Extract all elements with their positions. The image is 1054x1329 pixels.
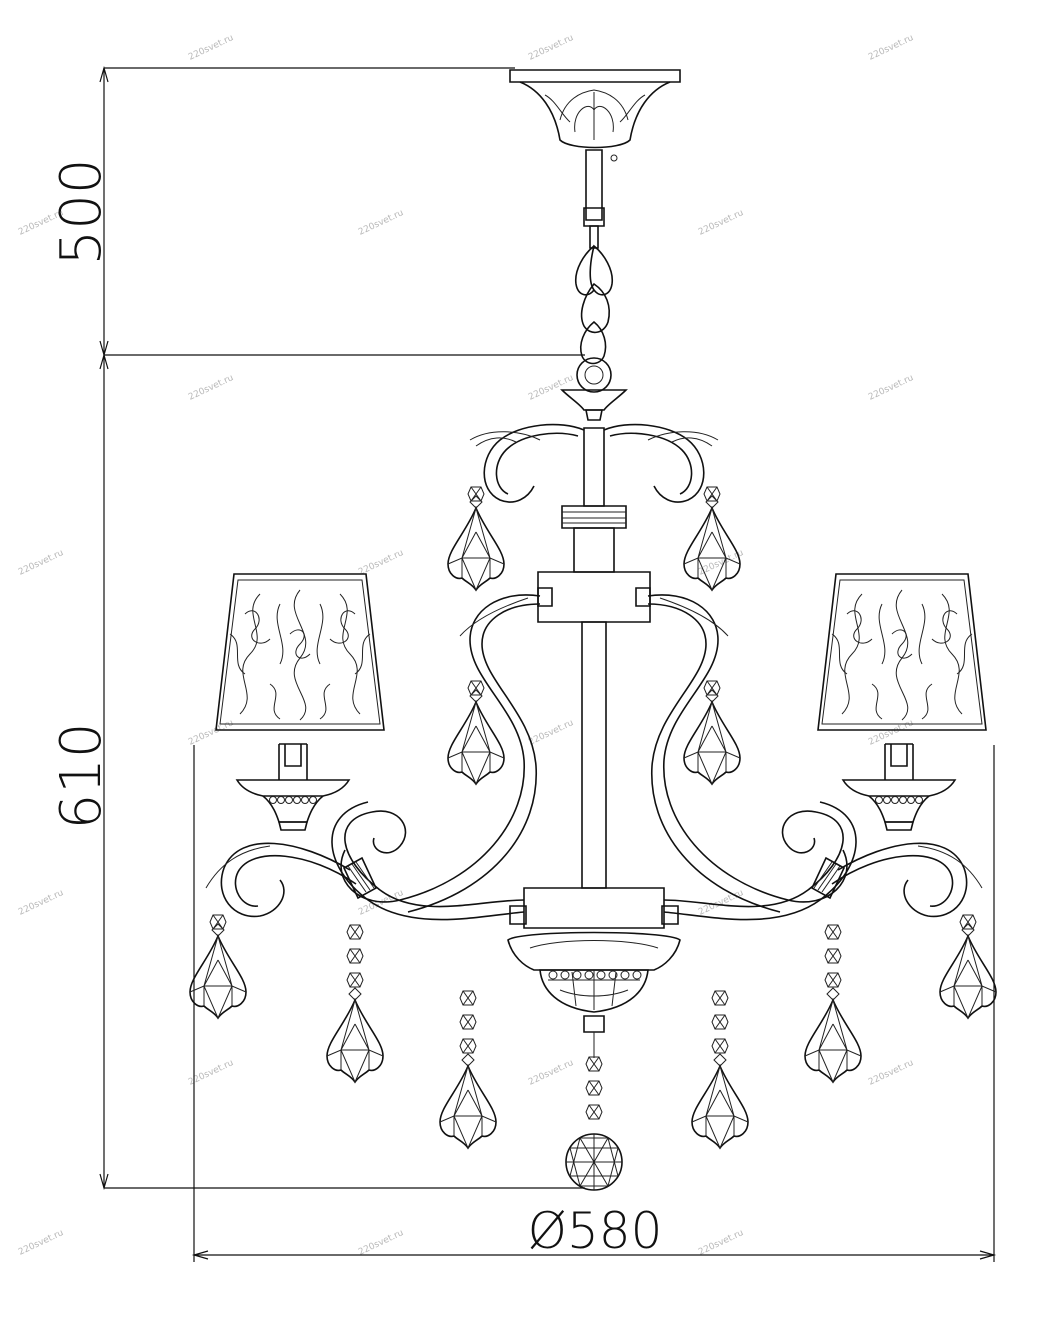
suspension-chain (574, 244, 614, 393)
watermark: 220svet.ru (187, 373, 235, 403)
watermark: 220svet.ru (527, 718, 575, 748)
lamp-shade-left (215, 573, 385, 831)
watermark: 220svet.ru (187, 33, 235, 63)
watermark: 220svet.ru (697, 1228, 745, 1258)
ceiling-canopy (509, 69, 681, 249)
upper-arms (469, 423, 719, 503)
watermark: 220svet.ru (17, 1228, 65, 1258)
watermark: 220svet.ru (357, 208, 405, 238)
watermark: 220svet.ru (527, 1058, 575, 1088)
middle-s-arms (340, 587, 848, 913)
watermark: 220svet.ru (357, 1228, 405, 1258)
watermark: 220svet.ru (527, 33, 575, 63)
central-bowl (507, 931, 681, 1033)
watermark: 220svet.ru (357, 888, 405, 918)
body-height-label: 610 (49, 723, 114, 830)
dimension-lines (99, 65, 997, 1262)
lamp-shade-right (817, 573, 987, 831)
watermark: 220svet.ru (17, 888, 65, 918)
suspension-height-label: 500 (49, 159, 114, 266)
chandelier-top-crown (523, 389, 665, 929)
watermark: 220svet.ru (867, 373, 915, 403)
watermark: 220svet.ru (697, 208, 745, 238)
crystal-pendants (189, 486, 997, 1149)
lower-arms (205, 801, 983, 925)
crystal-ball (565, 1133, 623, 1191)
diameter-label: Ø580 (528, 1202, 663, 1260)
watermark: 220svet.ru (17, 548, 65, 578)
watermark: 220svet.ru (187, 718, 235, 748)
watermark: 220svet.ru (527, 373, 575, 403)
watermark: 220svet.ru (867, 1058, 915, 1088)
watermark: 220svet.ru (867, 33, 915, 63)
dimension-labels: 500 610 Ø580 (49, 159, 662, 1260)
